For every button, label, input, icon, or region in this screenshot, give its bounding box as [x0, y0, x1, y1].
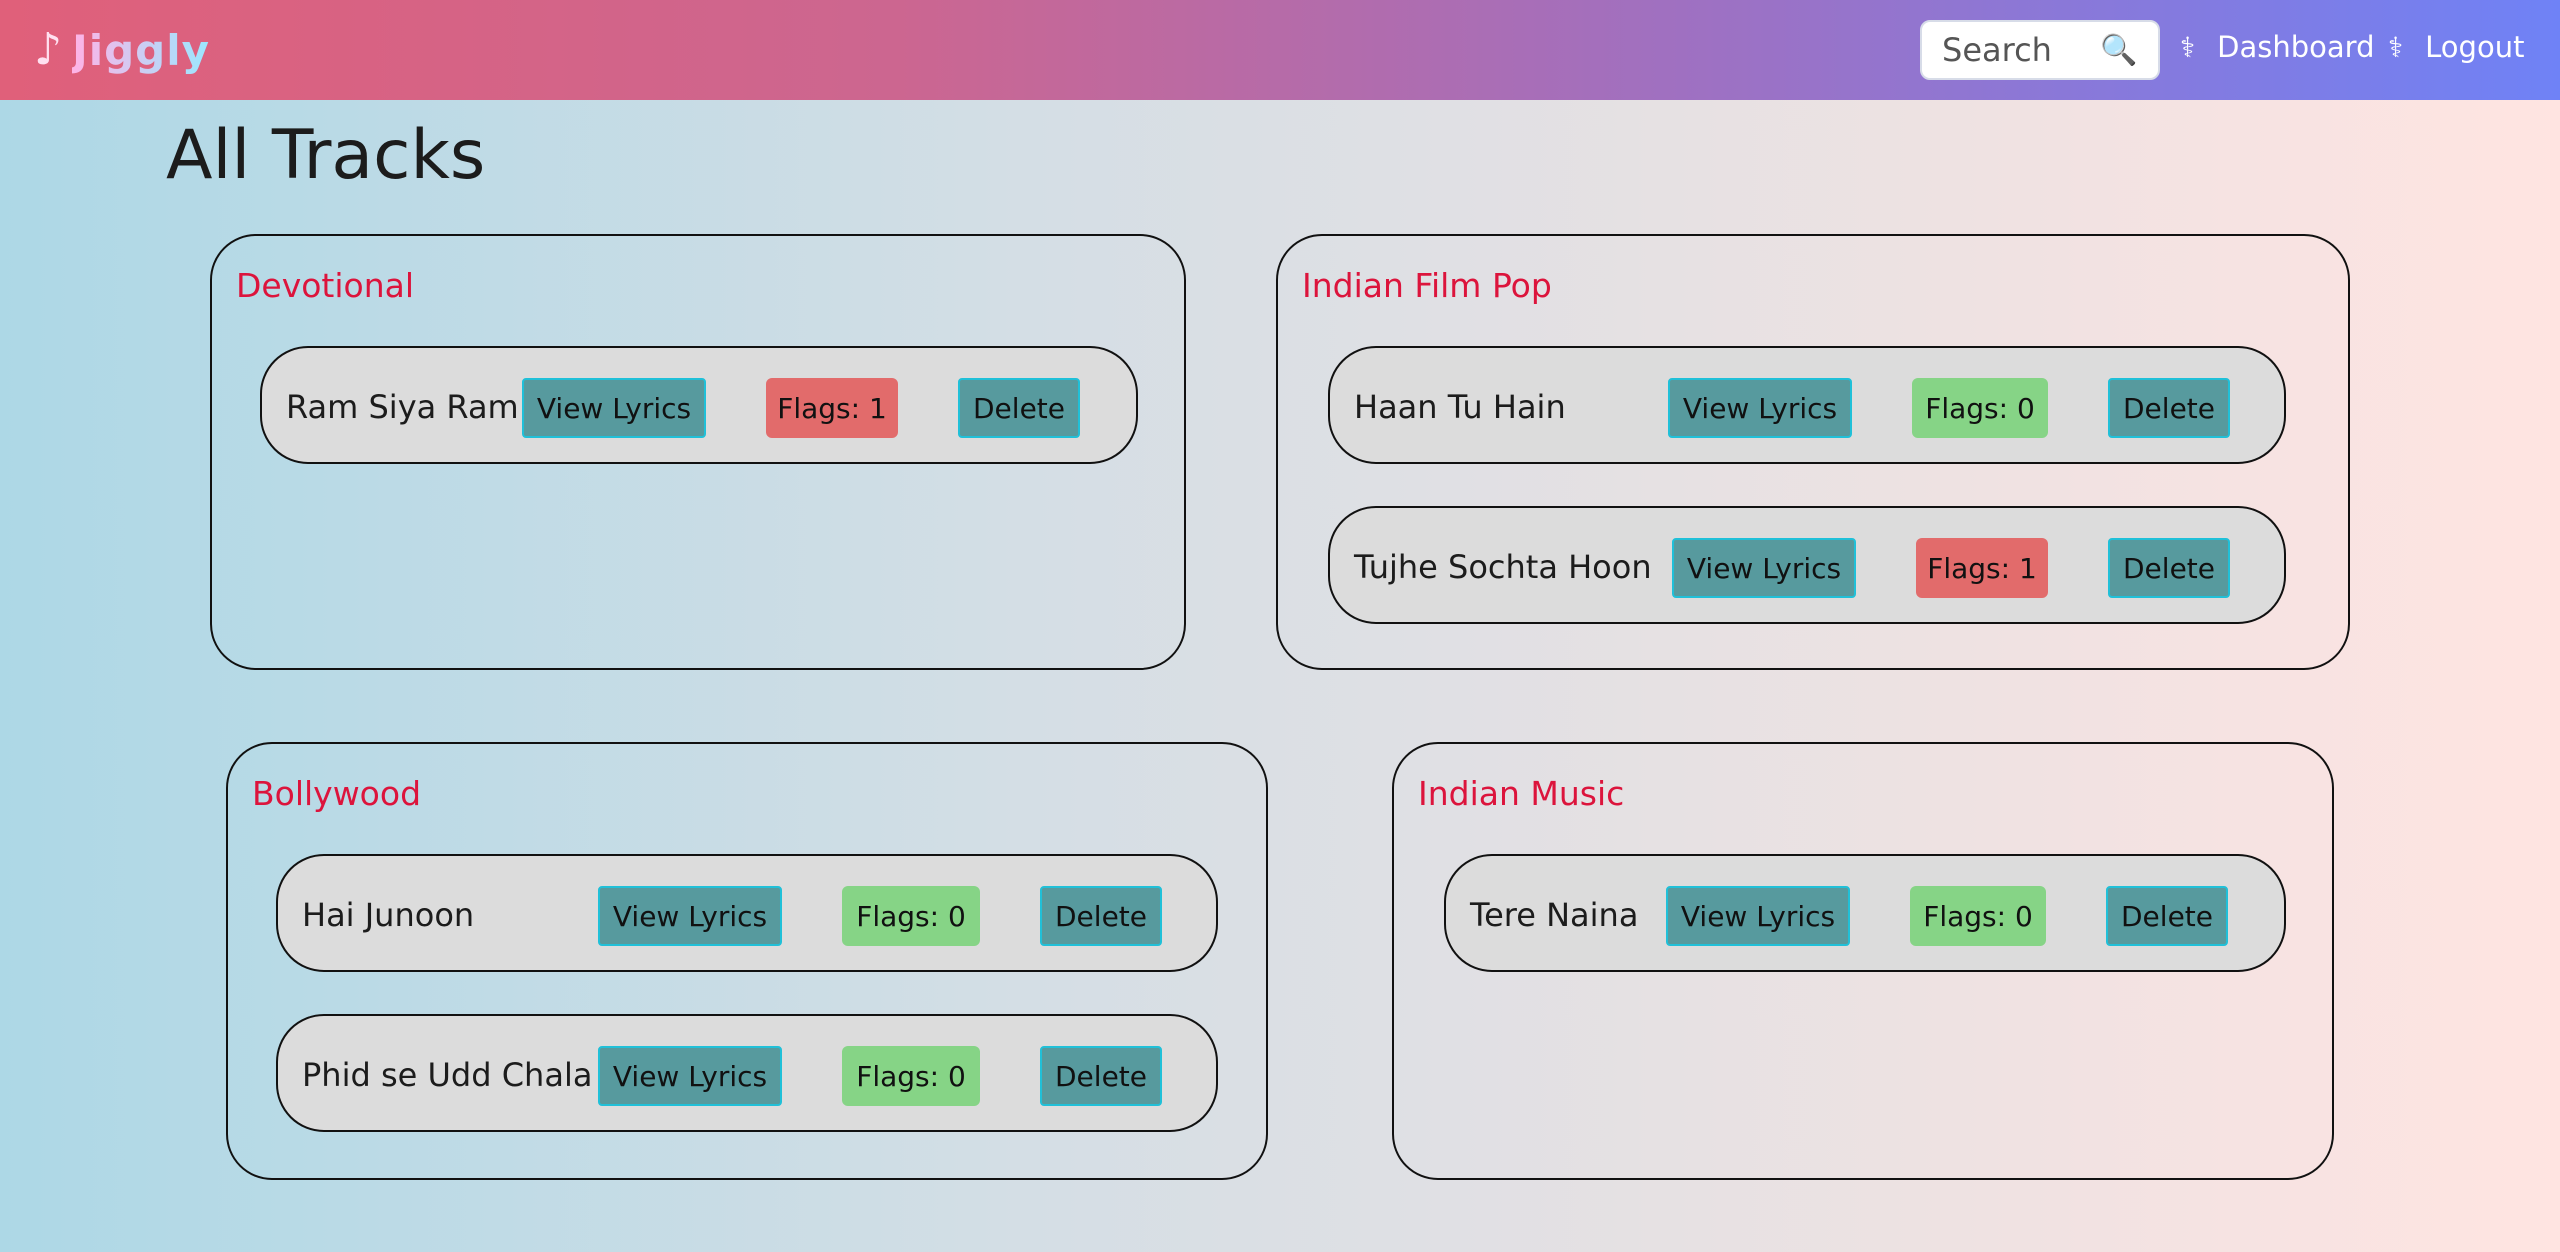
search-box: 🔍	[1920, 20, 2160, 80]
genre-title: Indian Music	[1418, 774, 1625, 813]
flags-badge: Flags: 1	[766, 378, 898, 438]
flags-badge: Flags: 0	[842, 1046, 980, 1106]
genre-card-indian-film-pop: Indian Film Pop Haan Tu Hain View Lyrics…	[1276, 234, 2350, 670]
logout-link-label: Logout	[2425, 30, 2525, 64]
caduceus-icon: ⚕	[2180, 30, 2196, 64]
flags-badge: Flags: 0	[1912, 378, 2048, 438]
delete-button[interactable]: Delete	[958, 378, 1080, 438]
music-note-icon: ♪	[34, 24, 63, 75]
track-name: Tujhe Sochta Hoon	[1354, 548, 1652, 586]
track-row: Phid se Udd Chala View Lyrics Flags: 0 D…	[276, 1014, 1218, 1132]
genre-card-indian-music: Indian Music Tere Naina View Lyrics Flag…	[1392, 742, 2334, 1180]
delete-button[interactable]: Delete	[1040, 886, 1162, 946]
genre-title: Bollywood	[252, 774, 422, 813]
caduceus-icon: ⚕	[2388, 30, 2404, 64]
track-row: Hai Junoon View Lyrics Flags: 0 Delete	[276, 854, 1218, 972]
page-title: All Tracks	[166, 116, 486, 195]
genre-title: Indian Film Pop	[1302, 266, 1552, 305]
view-lyrics-button[interactable]: View Lyrics	[1672, 538, 1856, 598]
track-row: Tujhe Sochta Hoon View Lyrics Flags: 1 D…	[1328, 506, 2286, 624]
dashboard-link-label: Dashboard	[2217, 30, 2375, 64]
track-name: Phid se Udd Chala	[302, 1056, 593, 1094]
navbar: ♪ Jiggly 🔍 ⚕ Dashboard ⚕ Logout	[0, 0, 2560, 100]
genre-card-bollywood: Bollywood Hai Junoon View Lyrics Flags: …	[226, 742, 1268, 1180]
flags-badge: Flags: 1	[1916, 538, 2048, 598]
track-name: Ram Siya Ram	[286, 388, 519, 426]
track-row: Haan Tu Hain View Lyrics Flags: 0 Delete	[1328, 346, 2286, 464]
track-row: Ram Siya Ram View Lyrics Flags: 1 Delete	[260, 346, 1138, 464]
genre-card-devotional: Devotional Ram Siya Ram View Lyrics Flag…	[210, 234, 1186, 670]
flags-badge: Flags: 0	[842, 886, 980, 946]
track-name: Tere Naina	[1470, 896, 1639, 934]
search-input[interactable]	[1942, 31, 2092, 69]
view-lyrics-button[interactable]: View Lyrics	[598, 886, 782, 946]
brand-name: Jiggly	[72, 25, 211, 75]
dashboard-link[interactable]: ⚕ Dashboard	[2180, 30, 2375, 64]
brand-logo[interactable]: ♪ Jiggly	[34, 20, 210, 80]
view-lyrics-button[interactable]: View Lyrics	[598, 1046, 782, 1106]
delete-button[interactable]: Delete	[2108, 378, 2230, 438]
view-lyrics-button[interactable]: View Lyrics	[1668, 378, 1852, 438]
view-lyrics-button[interactable]: View Lyrics	[522, 378, 706, 438]
delete-button[interactable]: Delete	[2108, 538, 2230, 598]
genre-title: Devotional	[236, 266, 415, 305]
magnifier-icon[interactable]: 🔍	[2100, 32, 2138, 68]
logout-link[interactable]: ⚕ Logout	[2388, 30, 2524, 64]
track-name: Haan Tu Hain	[1354, 388, 1566, 426]
delete-button[interactable]: Delete	[2106, 886, 2228, 946]
track-name: Hai Junoon	[302, 896, 475, 934]
flags-badge: Flags: 0	[1910, 886, 2046, 946]
view-lyrics-button[interactable]: View Lyrics	[1666, 886, 1850, 946]
track-row: Tere Naina View Lyrics Flags: 0 Delete	[1444, 854, 2286, 972]
delete-button[interactable]: Delete	[1040, 1046, 1162, 1106]
